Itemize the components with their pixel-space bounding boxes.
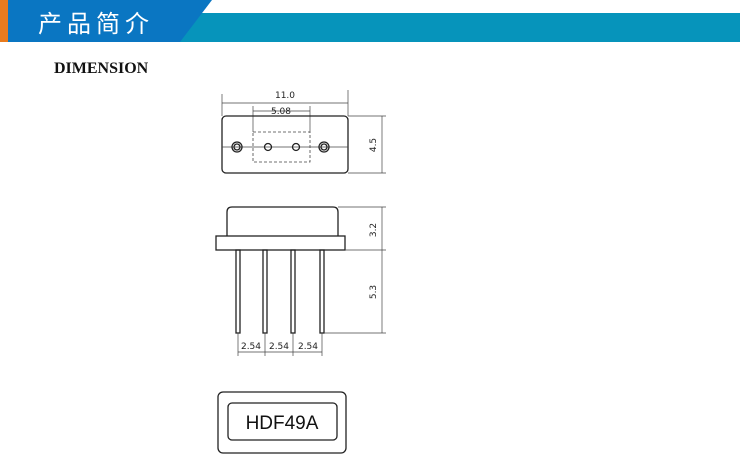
header-orange-strip [0,0,8,42]
pin-pitch-label: 2.54 [298,342,318,352]
header-banner: 产品简介 [0,0,740,42]
pin-pitch-label: 2.54 [241,342,261,352]
side-view: 3.2 5.3 2.54 2.54 2.54 [215,206,386,356]
top-width-label: 11.0 [275,91,295,101]
part-marking: HDF49A [217,391,347,454]
header-title: 产品简介 [38,10,154,38]
pin-pitch-label: 2.54 [269,342,289,352]
top-view: 11.0 5.08 4.5 [221,90,386,174]
header-blue-tab [8,0,212,42]
marking-text: HDF49A [246,413,319,434]
top-height-label: 4.5 [369,138,379,152]
header-teal-band [180,13,740,42]
top-pitch-label: 5.08 [271,107,291,117]
section-title: DIMENSION [54,60,149,77]
pin-length-label: 5.3 [369,285,379,299]
body-height-label: 3.2 [369,223,379,237]
